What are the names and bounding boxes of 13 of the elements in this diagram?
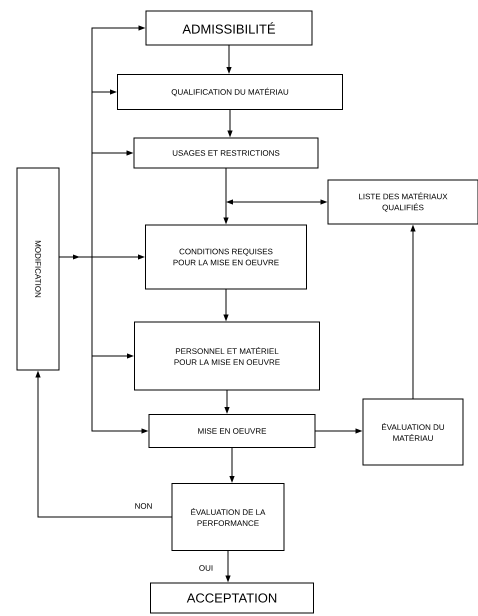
- process-box: LISTE DES MATÉRIAUX QUALIFIÉS: [328, 180, 478, 224]
- process-box: QUALIFICATION DU MATÉRIAU: [117, 74, 343, 110]
- process-box: ACCEPTATION: [150, 582, 314, 614]
- process-box: MODIFICATION: [16, 168, 60, 370]
- process-box: CONDITIONS REQUISES POUR LA MISE EN OEUVRE: [145, 224, 307, 290]
- process-box: ÉVALUATION DE LA PERFORMANCE: [172, 483, 284, 551]
- process-box: PERSONNEL ET MATÉRIEL POUR LA MISE EN OEUVRE: [134, 322, 320, 390]
- process-box: ÉVALUATION DU MATÉRIAU: [362, 398, 464, 466]
- edge-label: OUI: [199, 565, 212, 571]
- process-box: ADMISSIBILITÉ: [146, 10, 312, 46]
- process-box: USAGES ET RESTRICTIONS: [134, 138, 318, 168]
- process-box: MISE EN OEUVRE: [148, 414, 316, 448]
- edge-label: NON: [135, 503, 152, 509]
